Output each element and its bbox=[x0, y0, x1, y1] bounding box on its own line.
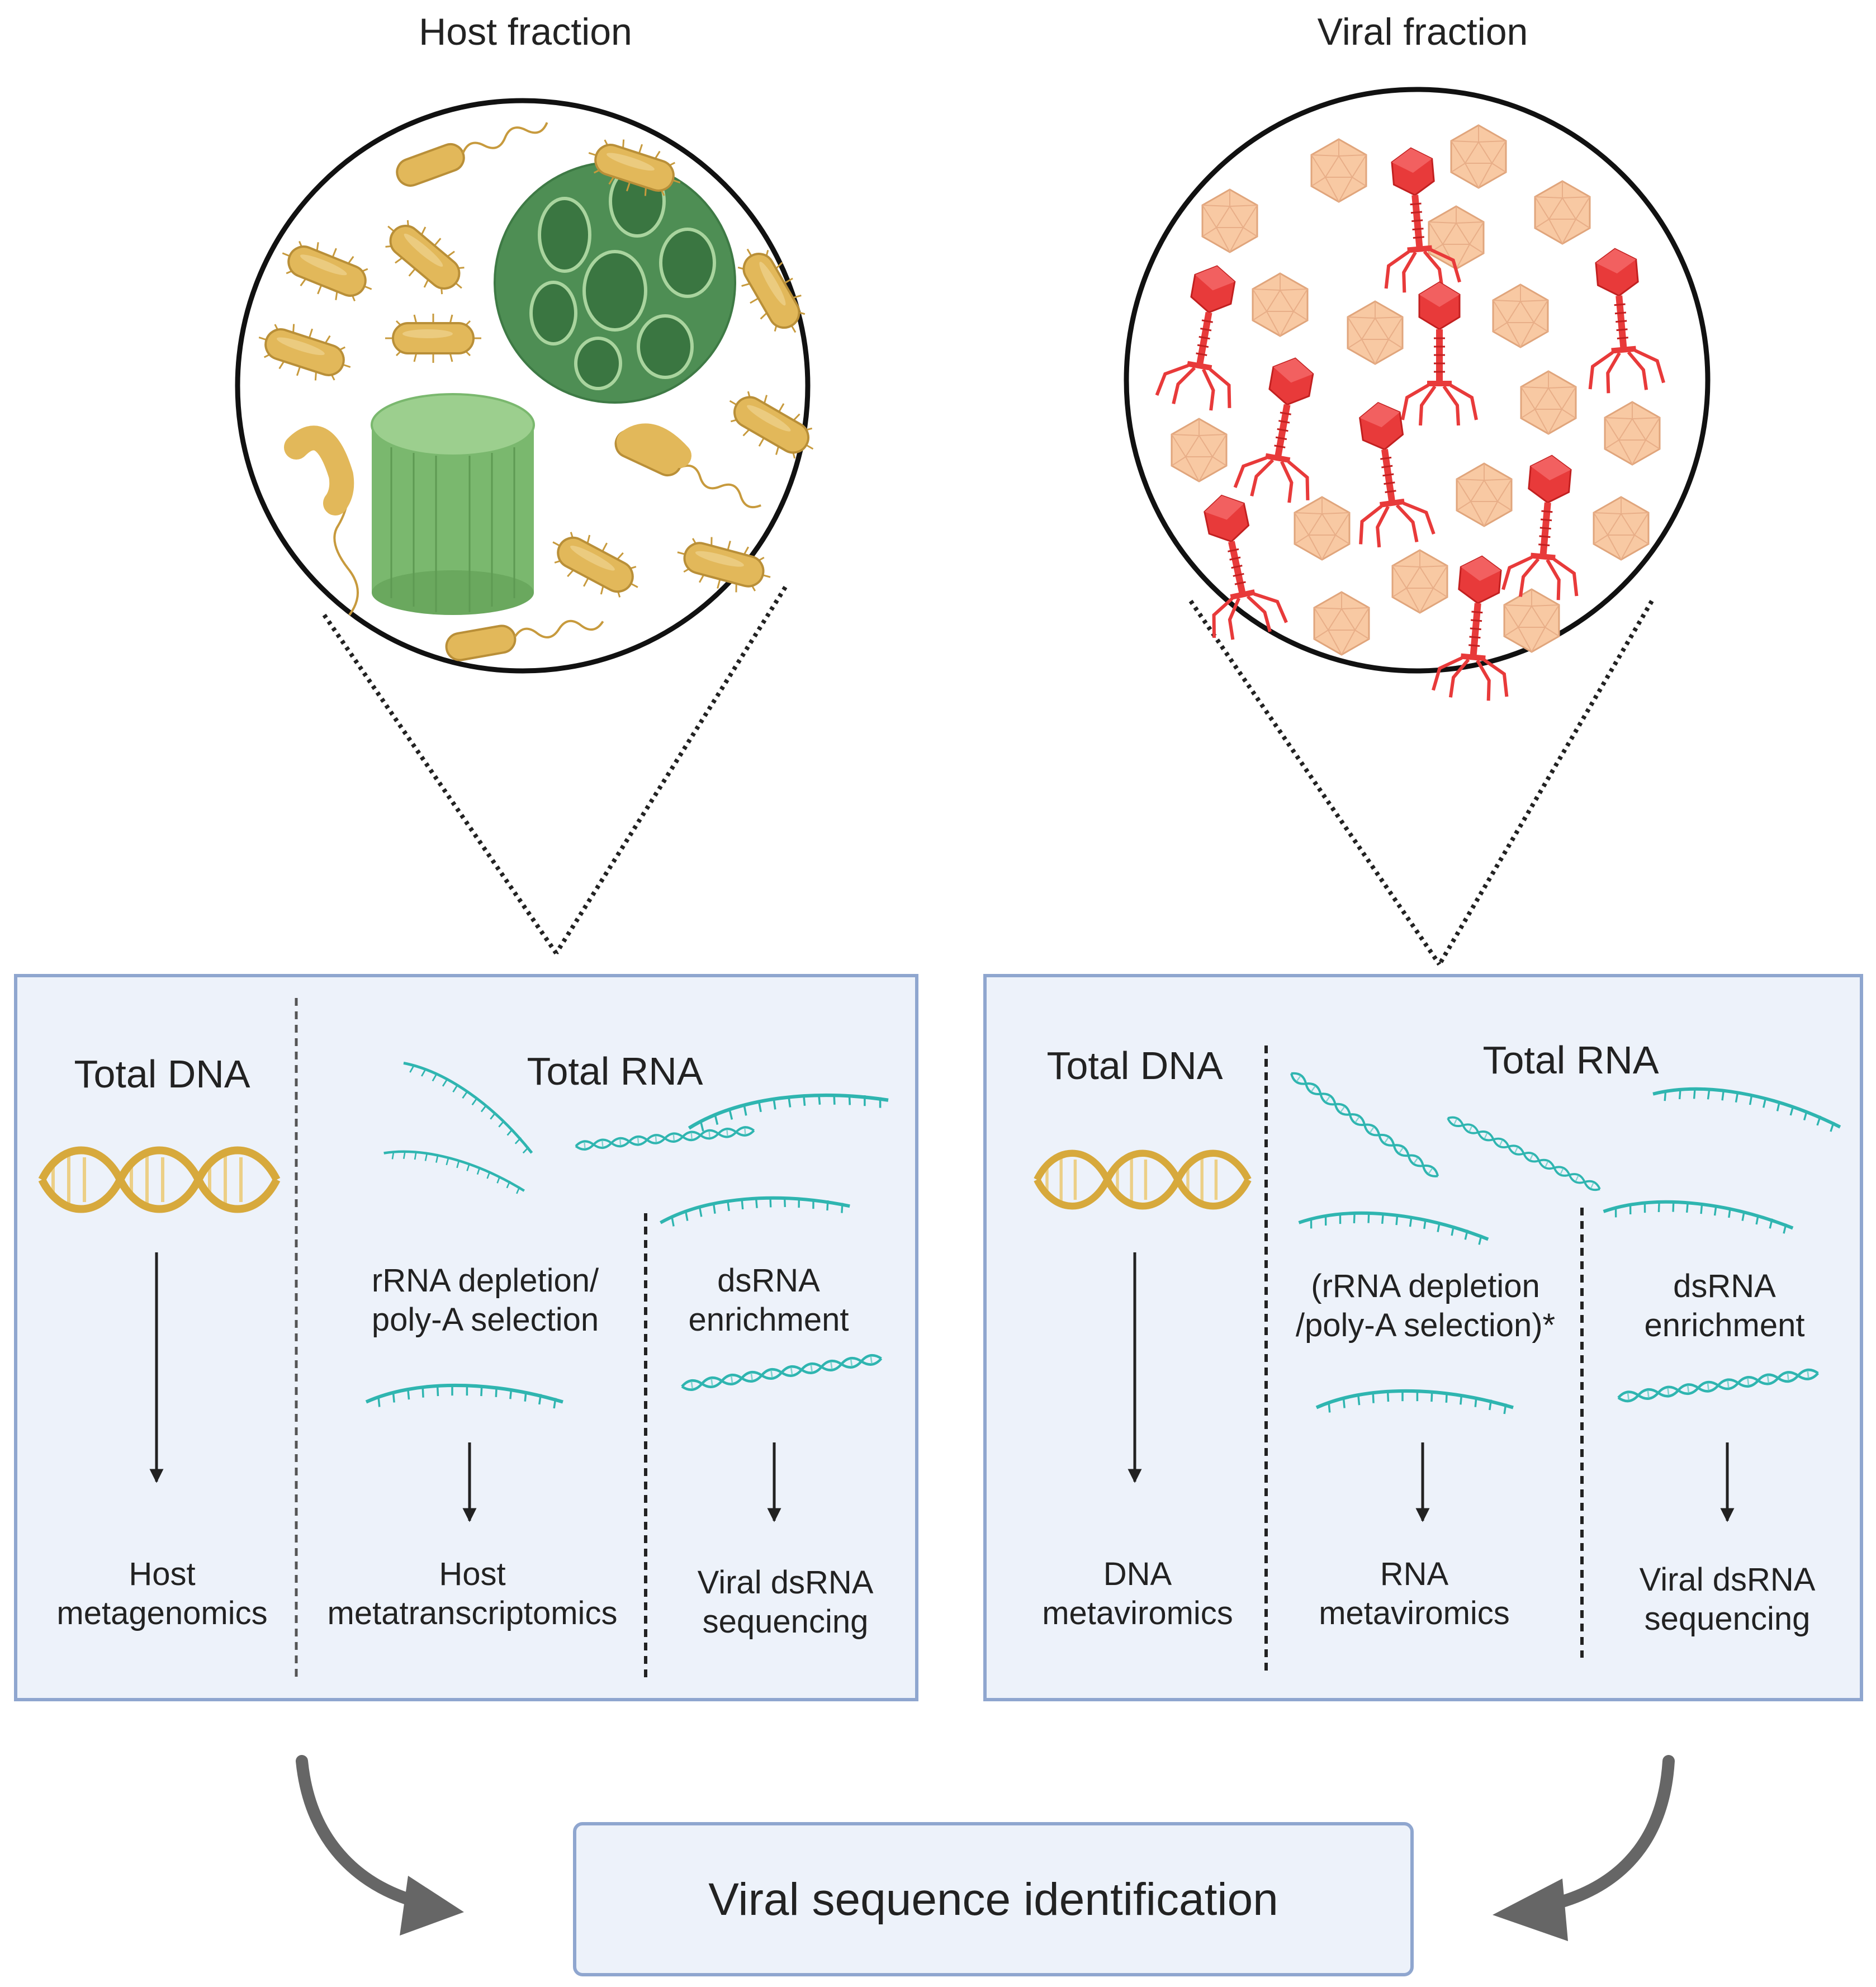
viral-sequence-identification-box: Viral sequence identification bbox=[573, 1822, 1414, 1976]
host-total-dna-label: Total DNA bbox=[74, 1052, 250, 1096]
viral-step-rrna-line1: (rRNA depletion bbox=[1311, 1268, 1539, 1304]
host-metatranscriptomics-line1: Host bbox=[439, 1556, 505, 1592]
rna-metaviromics-line1: RNA bbox=[1380, 1556, 1449, 1592]
host-metagenomics-line2: metagenomics bbox=[56, 1595, 267, 1631]
host-total-rna-label: Total RNA bbox=[527, 1049, 703, 1093]
host-step-dsrna-line1: dsRNA bbox=[717, 1262, 820, 1299]
viral-sequence-identification-label: Viral sequence identification bbox=[708, 1874, 1278, 1925]
viral-dsrna-seq-line2: sequencing bbox=[1645, 1601, 1811, 1637]
viral-zoom-cone bbox=[1188, 599, 1654, 966]
host-metatranscriptomics-line2: metatranscriptomics bbox=[328, 1595, 618, 1631]
host-step-dsrna-line2: enrichment bbox=[689, 1302, 849, 1338]
left-curved-arrow bbox=[296, 1755, 464, 1936]
viral-step-dsrna-line2: enrichment bbox=[1645, 1307, 1805, 1343]
host-fraction-title: Host fraction bbox=[419, 11, 632, 53]
host-fraction-circle bbox=[235, 98, 827, 674]
host-dsrna-seq-line1: Viral dsRNA bbox=[698, 1564, 874, 1601]
coccolithophore-illustration bbox=[494, 161, 736, 404]
viral-fraction-circle bbox=[1124, 87, 1711, 702]
right-curved-arrow bbox=[1493, 1755, 1675, 1941]
viral-total-rna-label: Total RNA bbox=[1482, 1038, 1659, 1082]
diatom-illustration bbox=[371, 393, 535, 615]
host-step-rrna-line2: poly-A selection bbox=[372, 1302, 599, 1338]
host-metagenomics-line1: Host bbox=[129, 1556, 195, 1592]
dna-metaviromics-line1: DNA bbox=[1103, 1556, 1172, 1592]
viral-panel: Total DNA Total RNA (rRNA depletion /pol… bbox=[983, 974, 1863, 1701]
viral-dsrna-seq-line1: Viral dsRNA bbox=[1640, 1562, 1816, 1598]
host-dsrna-seq-line2: sequencing bbox=[703, 1603, 869, 1640]
viral-step-dsrna-line1: dsRNA bbox=[1673, 1268, 1776, 1304]
host-zoom-cone bbox=[322, 585, 788, 955]
host-panel: Total DNA Total RNA rRNA depletion/ poly… bbox=[14, 974, 918, 1701]
viral-step-rrna-line2: /poly-A selection)* bbox=[1296, 1307, 1555, 1343]
curved-bacterium bbox=[284, 425, 359, 616]
dna-metaviromics-line2: metaviromics bbox=[1042, 1595, 1233, 1631]
viral-fraction-title: Viral fraction bbox=[1318, 11, 1528, 53]
host-step-rrna-line1: rRNA depletion/ bbox=[372, 1262, 599, 1299]
rna-metaviromics-line2: metaviromics bbox=[1319, 1595, 1510, 1631]
viral-total-dna-label: Total DNA bbox=[1046, 1044, 1223, 1087]
